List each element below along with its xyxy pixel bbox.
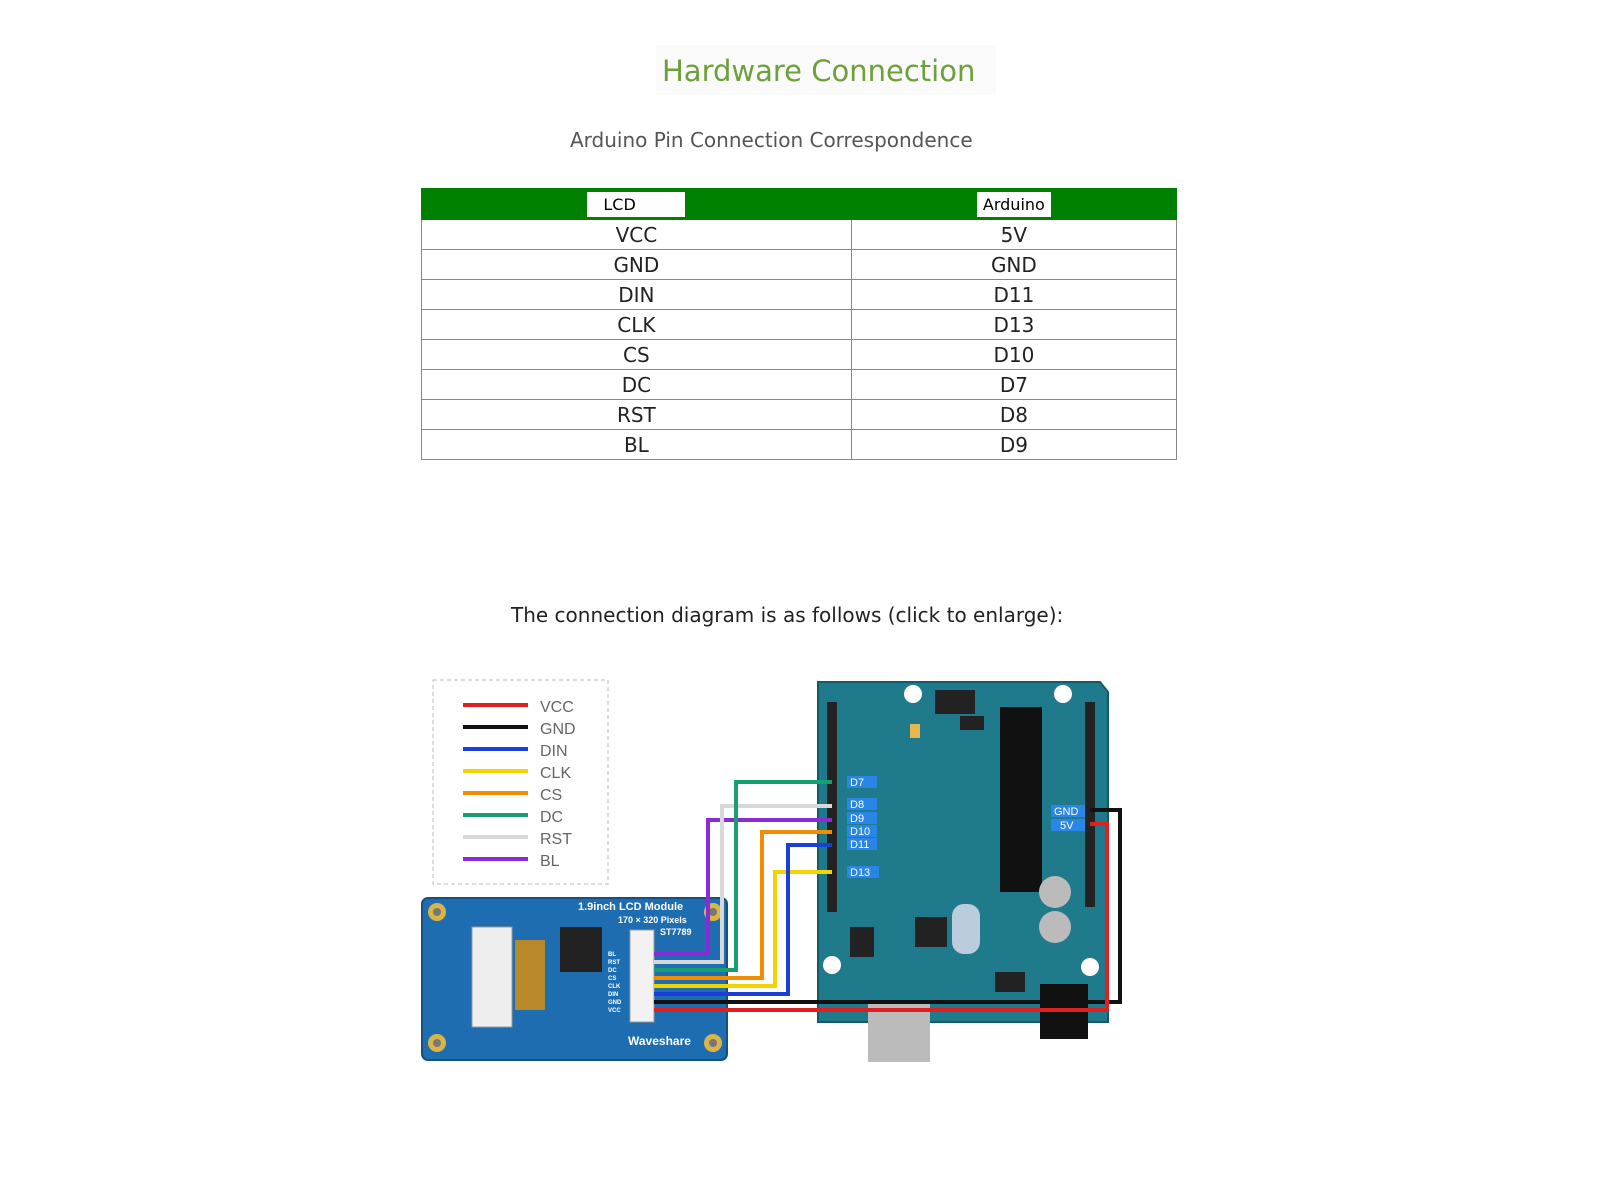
lcd-module-driver: ST7789: [660, 927, 692, 937]
table-cell-lcd: CS: [421, 339, 852, 370]
page-subtitle: Arduino Pin Connection Correspondence: [570, 128, 973, 152]
arduino-pin-labels: D7 D8 D9 D10 D11 D13 GND 5V: [847, 776, 1085, 879]
diagram-caption: The connection diagram is as follows (cl…: [511, 603, 1064, 627]
table-cell-lcd: RST: [421, 399, 852, 430]
legend-label: VCC: [540, 699, 574, 716]
arduino-board: [817, 681, 1109, 1062]
legend-item: GND: [463, 721, 576, 738]
table-cell-arduino: D10: [850, 339, 1178, 370]
wire-dc: [654, 780, 832, 972]
lcd-module: 1.9inch LCD Module 170 × 320 Pixels ST77…: [421, 897, 728, 1061]
table-cell-arduino: GND: [850, 249, 1178, 280]
header-arduino-label: Arduino: [976, 192, 1051, 217]
table-cell-arduino: D13: [850, 309, 1178, 340]
table-cell-lcd: CLK: [421, 309, 852, 340]
wires: [654, 780, 1122, 1012]
lcd-pin-label: DC: [608, 968, 617, 974]
legend-label: CLK: [540, 765, 571, 782]
header-lcd: LCD: [421, 188, 852, 220]
lcd-module-brand: Waveshare: [628, 1034, 691, 1048]
page-title: Hardware Connection: [662, 54, 976, 88]
legend-label: CS: [540, 787, 562, 804]
lcd-pin-label: DIN: [608, 992, 618, 998]
table-cell-arduino: 5V: [850, 219, 1178, 250]
pin-label-d9: D9: [850, 813, 864, 825]
legend-item: CS: [463, 787, 562, 804]
legend-item: DIN: [463, 743, 568, 760]
title-background: [656, 45, 996, 95]
header-lcd-label: LCD: [587, 192, 686, 217]
lcd-pin-label: BL: [608, 952, 616, 958]
legend-label: RST: [540, 831, 572, 848]
pin-label-gnd: GND: [1054, 806, 1079, 818]
legend-label: BL: [540, 853, 560, 870]
lcd-module-name: 1.9inch LCD Module: [578, 901, 683, 913]
table-cell-lcd: DC: [421, 369, 852, 400]
pin-label-d7: D7: [850, 777, 864, 789]
legend-label: GND: [540, 721, 576, 738]
legend-label: DIN: [540, 743, 568, 760]
table-cell-lcd: DIN: [421, 279, 852, 310]
pin-label-d11: D11: [850, 839, 869, 851]
table-header-row: LCD Arduino: [421, 188, 1178, 220]
legend-item: DC: [463, 809, 563, 826]
lcd-pin-label: RST: [608, 960, 620, 966]
table-cell-lcd: BL: [421, 429, 852, 460]
lcd-pin-labels: BL RST DC CS CLK DIN GND VCC: [608, 952, 622, 1014]
table-cell-arduino: D8: [850, 399, 1178, 430]
legend-item: CLK: [463, 765, 571, 782]
legend: VCC GND DIN CLK CS DC RST BL: [463, 699, 576, 870]
wire-rst: [654, 804, 832, 964]
legend-item: VCC: [463, 699, 574, 716]
wire-gnd: [654, 808, 1122, 1004]
pin-label-d8: D8: [850, 799, 864, 811]
lcd-pin-label: CS: [608, 976, 616, 982]
legend-box: [432, 679, 609, 885]
legend-item: RST: [463, 831, 572, 848]
wire-clk: [654, 870, 832, 988]
pin-label-d10: D10: [850, 826, 870, 838]
pin-label-5v: 5V: [1060, 820, 1074, 832]
wire-din: [654, 843, 832, 996]
table-cell-arduino: D11: [850, 279, 1178, 310]
pin-label-d13: D13: [850, 867, 870, 879]
legend-label: DC: [540, 809, 563, 826]
table-cell-arduino: D7: [850, 369, 1178, 400]
table-cell-lcd: VCC: [421, 219, 852, 250]
wire-vcc: [654, 822, 1109, 1012]
lcd-module-resolution: 170 × 320 Pixels: [618, 915, 687, 925]
lcd-pin-label: CLK: [608, 984, 621, 990]
lcd-pin-label: GND: [608, 1000, 622, 1006]
table-cell-arduino: D9: [850, 429, 1178, 460]
connection-diagram[interactable]: VCC GND DIN CLK CS DC RST BL D7 D8 D9 D1…: [420, 672, 1140, 1092]
legend-item: BL: [463, 853, 560, 870]
table-cell-lcd: GND: [421, 249, 852, 280]
lcd-pin-label: VCC: [608, 1008, 621, 1014]
wire-bl: [654, 818, 832, 956]
wire-cs: [654, 830, 832, 980]
header-arduino: Arduino: [850, 188, 1178, 220]
